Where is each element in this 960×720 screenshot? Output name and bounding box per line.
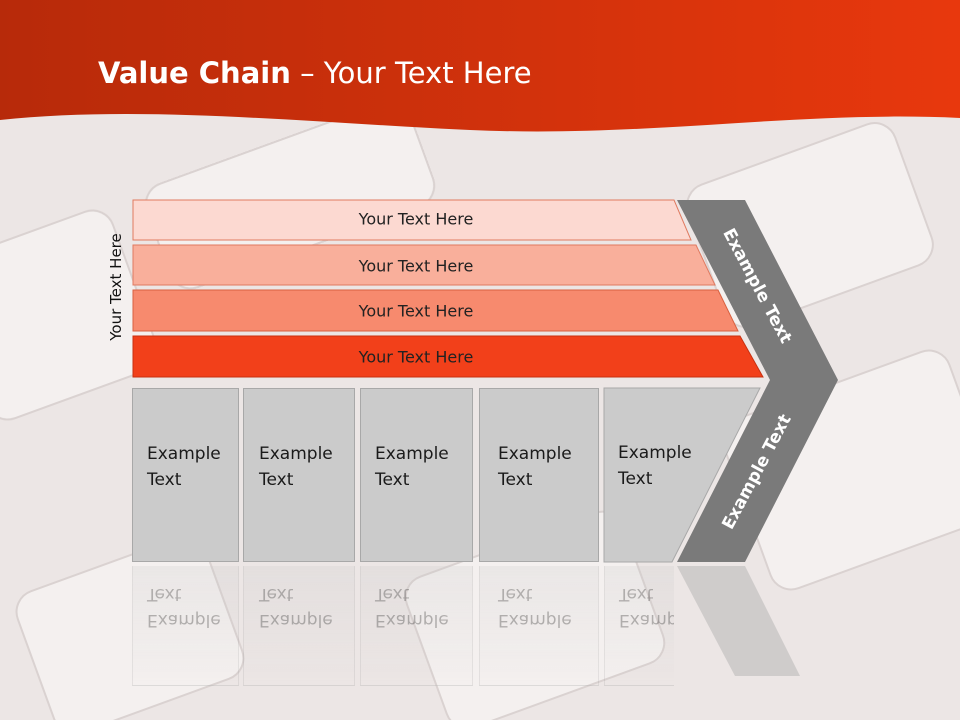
row-shape-1 bbox=[132, 199, 692, 241]
slide-title: Value Chain – Your Text Here bbox=[98, 56, 532, 90]
chevron-arrow-reflection bbox=[677, 566, 800, 676]
side-label: Your Text Here bbox=[107, 233, 125, 341]
row-label-2: Your Text Here bbox=[358, 256, 474, 276]
row-label-3: Your Text Here bbox=[358, 301, 474, 321]
cell-shape-5 bbox=[603, 387, 761, 563]
row-shape-3 bbox=[132, 289, 739, 332]
row-label-4: Your Text Here bbox=[358, 347, 474, 367]
header-band bbox=[0, 0, 960, 132]
row-shape-4 bbox=[132, 335, 764, 378]
chevron-arrow bbox=[677, 200, 838, 562]
row-shape-2 bbox=[132, 244, 716, 286]
row-label-1: Your Text Here bbox=[358, 209, 474, 229]
